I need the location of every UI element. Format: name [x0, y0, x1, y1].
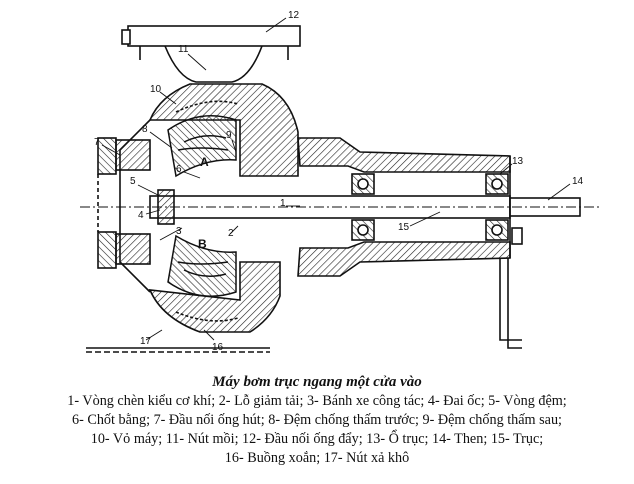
- pump-cross-section-drawing: 12 11 10 7 8 9 A 6 5 4 3 2 B 1 13 14 15 …: [80, 10, 600, 353]
- label-part-15: 15: [398, 222, 410, 233]
- label-part-16: 16: [212, 342, 224, 353]
- label-part-4: 4: [138, 210, 144, 221]
- discharge-flange: [121, 25, 301, 83]
- label-part-7: 7: [94, 137, 100, 148]
- label-part-12: 12: [288, 10, 300, 21]
- label-part-6: 6: [176, 164, 182, 175]
- label-part-3: 3: [176, 226, 182, 237]
- label-part-5: 5: [130, 176, 136, 187]
- caption-title: Máy bơm trục ngang một cửa vào: [212, 374, 422, 390]
- label-part-8: 8: [142, 124, 148, 135]
- label-zone-b: B: [198, 237, 207, 251]
- suction-flange: [97, 137, 151, 269]
- caption-legend-line: 1- Vòng chèn kiểu cơ khí; 2- Lỗ giảm tải…: [67, 393, 567, 409]
- shaft: [80, 189, 600, 225]
- leader-lines: [101, 17, 571, 341]
- impeller: [167, 115, 237, 297]
- volute-casing: [119, 83, 299, 333]
- label-part-14: 14: [572, 176, 584, 187]
- caption-legend-line: 16- Buồng xoắn; 17- Nút xả khô: [224, 450, 410, 466]
- label-part-10: 10: [150, 84, 162, 95]
- label-part-11: 11: [178, 44, 189, 55]
- pump-support-foot: [86, 227, 523, 353]
- label-part-1: 1: [280, 198, 286, 209]
- figure-caption: Máy bơm trục ngang một cửa vào 1- Vòng c…: [0, 372, 634, 468]
- bearing-housing: [297, 137, 511, 277]
- part-labels: 12 11 10 7 8 9 A 6 5 4 3 2 B 1 13 14 15 …: [94, 10, 584, 353]
- label-part-9: 9: [226, 130, 232, 141]
- label-zone-a: A: [200, 155, 209, 169]
- label-part-2: 2: [228, 228, 234, 239]
- label-part-13: 13: [512, 156, 524, 167]
- caption-legend-line: 6- Chốt bằng; 7- Đầu nối ống hút; 8- Đệm…: [72, 412, 562, 428]
- caption-legend-line: 10- Vỏ máy; 11- Nút mồi; 12- Đầu nối ống…: [90, 431, 544, 447]
- label-part-17: 17: [140, 336, 152, 347]
